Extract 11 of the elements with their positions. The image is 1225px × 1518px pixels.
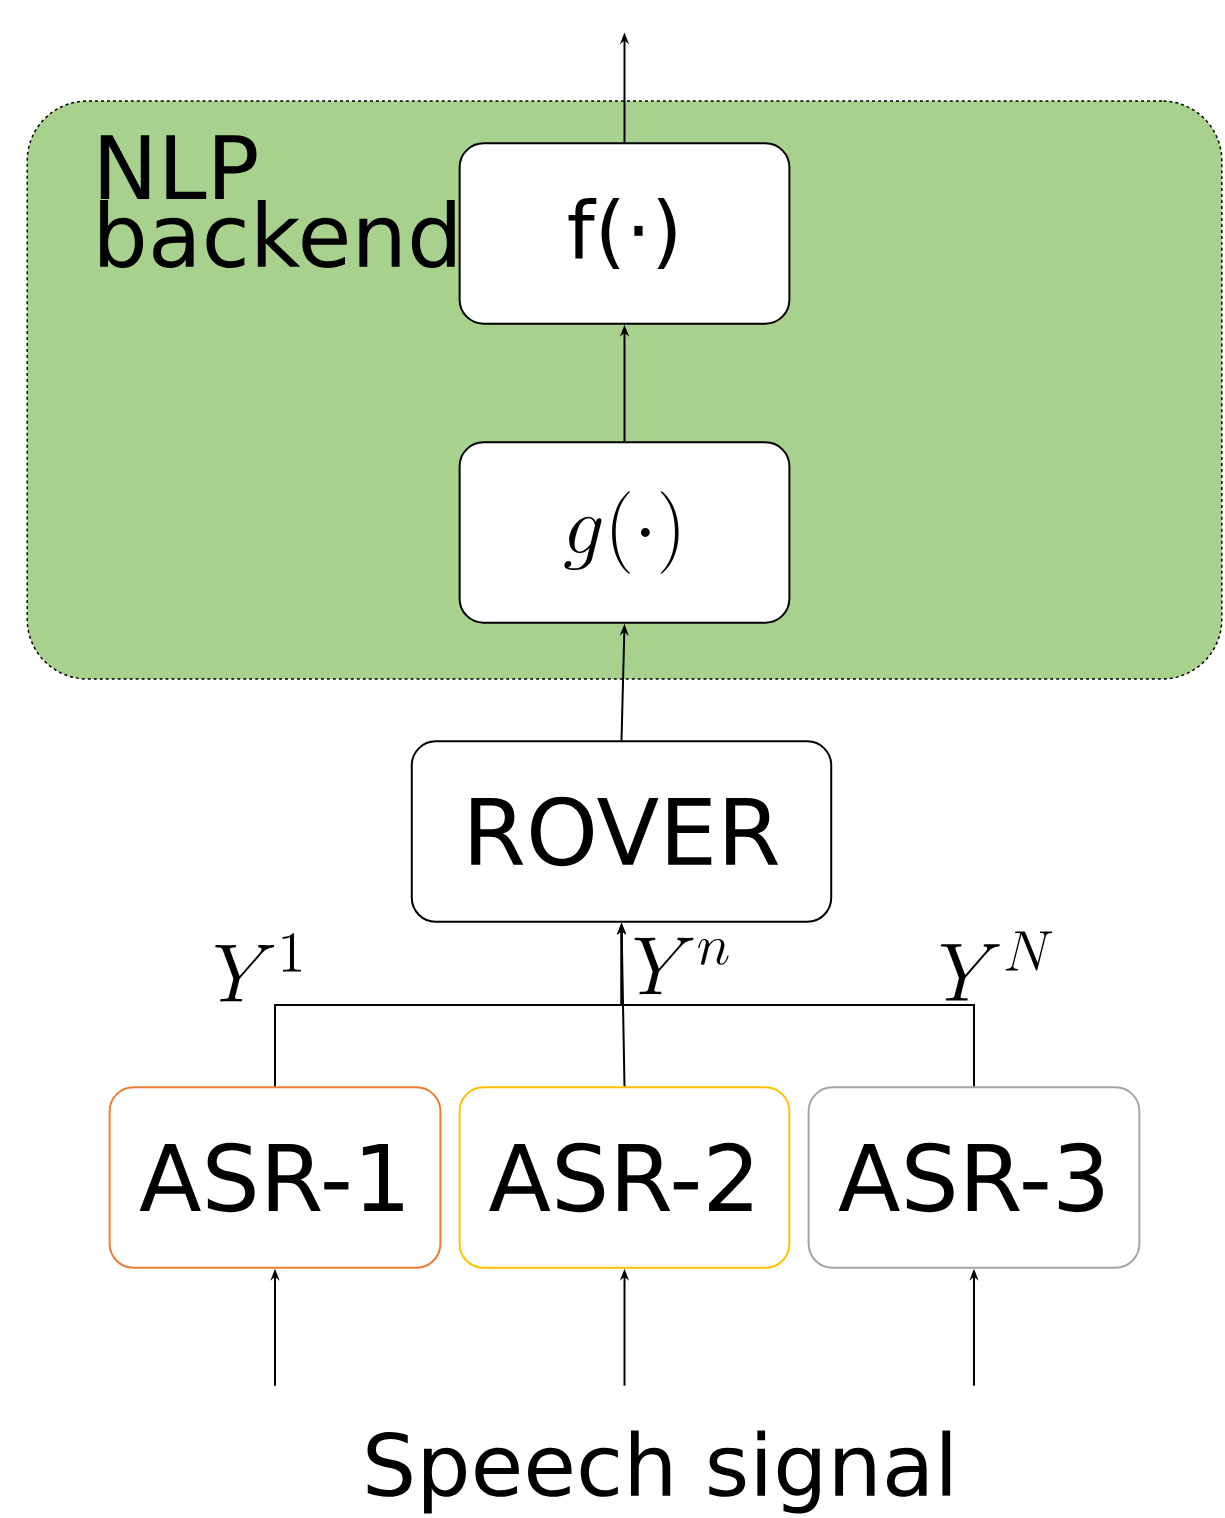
input-label: Speech signal [367,1430,951,1514]
process-box: $g(\cdot)$ [458,441,791,624]
group-title: NLP backend [100,135,455,268]
process-box: ASR-3 [807,1086,1141,1269]
process-box: ROVER [410,740,833,923]
process-box: ASR-2 [458,1086,791,1269]
process-box: f(·) [458,142,791,325]
edge-label: $Y^N$ [937,930,1057,1002]
edge-label: $Y^n$ [630,936,734,996]
edge-label: $Y^1$ [211,933,309,1003]
process-box: ASR-1 [108,1086,442,1269]
